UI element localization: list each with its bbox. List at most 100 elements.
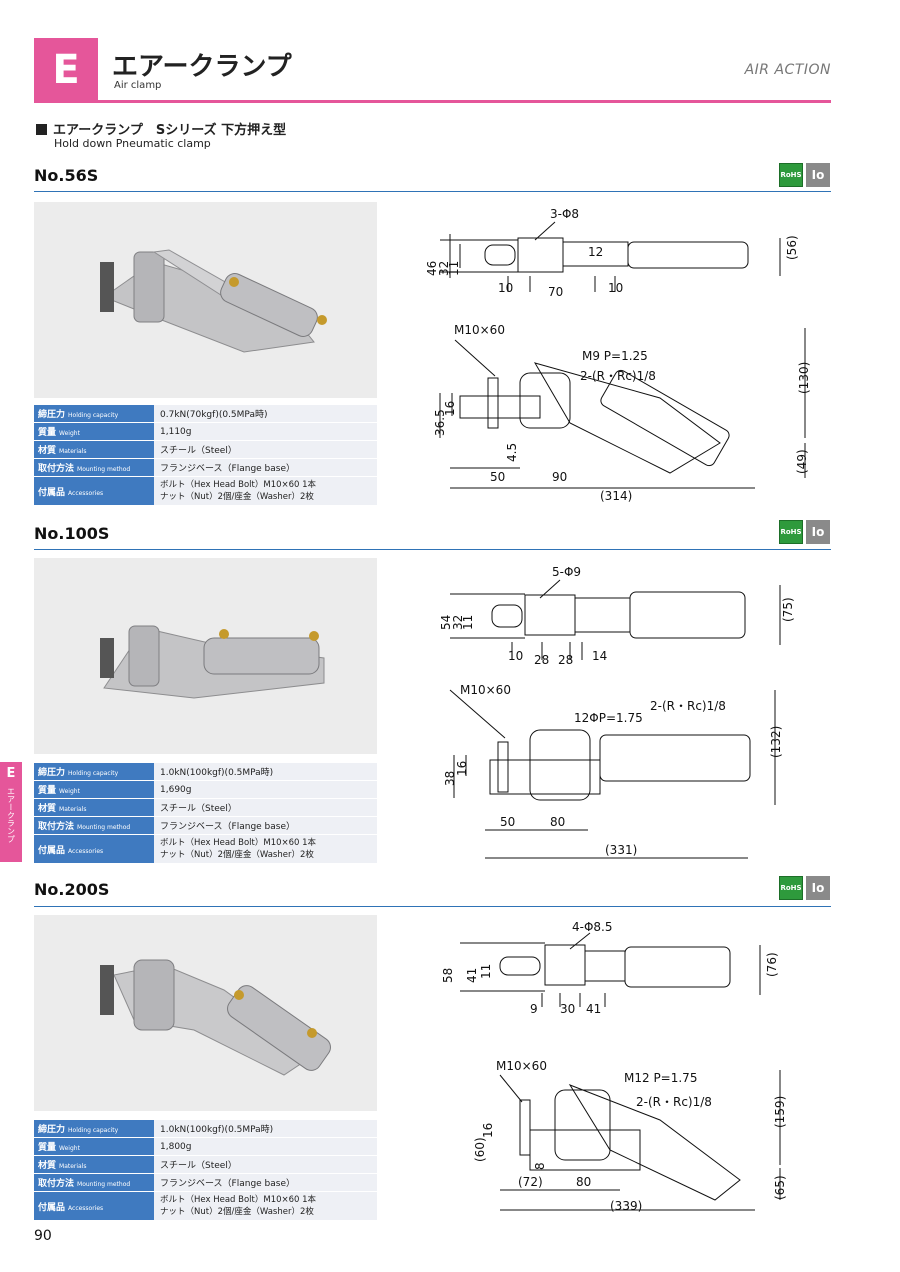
model-divider <box>34 191 831 192</box>
dim-label: (65) <box>773 1175 787 1200</box>
spec-label-en: Holding capacity <box>68 412 119 419</box>
dim-label: 10 <box>608 281 623 295</box>
dim-label: 12 <box>588 245 603 259</box>
dim-label: 8 <box>533 1162 547 1170</box>
spec-value: フランジベース（Flange base） <box>154 1174 377 1191</box>
page-title: エアークランプ <box>112 52 292 82</box>
side-view-drawing: M10×60 M12 P=1.75 2-(R・Rc)1/8 (60) 16 8 … <box>473 1059 787 1213</box>
dim-label: 11 <box>461 615 475 630</box>
spec-value: ボルト（Hex Head Bolt）M10×60 1本ナット（Nut）2個/座金… <box>154 1192 377 1220</box>
dim-label: M12 P=1.75 <box>624 1071 697 1085</box>
accessory-line: ボルト（Hex Head Bolt）M10×60 1本 <box>160 838 317 848</box>
series-title-text: エアークランプ Sシリーズ 下方押え型 <box>53 123 287 138</box>
dim-label: (76) <box>765 952 779 977</box>
clamp-photo-illustration <box>100 249 327 353</box>
dim-label: 58 <box>441 968 455 983</box>
dim-label: 41 <box>465 968 479 983</box>
dim-label: 16 <box>455 761 469 776</box>
dim-label: 14 <box>592 649 607 663</box>
dim-label: 10 <box>498 281 513 295</box>
spec-label: 材質 <box>38 1161 57 1171</box>
dim-label: (132) <box>769 726 783 758</box>
spec-value: スチール（Steel） <box>154 799 377 816</box>
dim-label: 11 <box>479 964 493 979</box>
dim-label: M9 P=1.25 <box>582 349 648 363</box>
dim-label: 30 <box>560 1002 575 1016</box>
side-tab-text: エアークランプ <box>6 787 16 843</box>
spec-label: 締圧力 <box>38 1125 66 1135</box>
model-title: No.200S <box>34 880 110 899</box>
spec-value: スチール（Steel） <box>154 441 377 458</box>
dim-label: 10 <box>508 649 523 663</box>
spec-label-en: Holding capacity <box>68 1127 119 1134</box>
dim-label: 2-(R・Rc)1/8 <box>650 699 726 713</box>
spec-label-en: Weight <box>59 1145 80 1152</box>
dim-label: 54 <box>439 615 453 630</box>
dim-label: 46 <box>425 261 439 276</box>
side-index-tab[interactable]: E エアークランプ <box>0 762 22 862</box>
dim-label: 32 <box>451 615 465 630</box>
spec-value: ボルト（Hex Head Bolt）M10×60 1本ナット（Nut）2個/座金… <box>154 477 377 505</box>
dim-label: 16 <box>481 1123 495 1138</box>
clamp-photo-illustration <box>100 625 325 699</box>
product-photo <box>34 915 377 1111</box>
dim-label: (60) <box>473 1137 487 1162</box>
side-tab-letter: E <box>6 766 16 781</box>
dim-label: 90 <box>552 470 567 484</box>
dim-label: 80 <box>550 815 565 829</box>
io-badge: Io <box>806 876 830 900</box>
io-badge: Io <box>806 520 830 544</box>
dim-label: M10×60 <box>454 323 505 337</box>
dim-label: (159) <box>773 1096 787 1128</box>
side-view-drawing: M10×60 M9 P=1.25 2-(R・Rc)1/8 36.5 16 4.5… <box>433 323 811 503</box>
dim-label: 28 <box>558 653 573 667</box>
dim-label: 12ΦP=1.75 <box>574 711 643 725</box>
series-subtitle: Hold down Pneumatic clamp <box>54 137 211 150</box>
spec-label-en: Mounting method <box>77 1181 131 1188</box>
page-number: 90 <box>34 1228 52 1244</box>
spec-label-en: Materials <box>59 1163 87 1170</box>
dim-label: (49) <box>795 449 809 474</box>
accessory-line: ナット（Nut）2個/座金（Washer）2枚 <box>160 1207 314 1217</box>
accessory-line: ボルト（Hex Head Bolt）M10×60 1本 <box>160 480 317 490</box>
dim-label: 3-Φ8 <box>550 207 579 221</box>
dim-label: (75) <box>781 597 795 622</box>
spec-label: 取付方法 <box>38 1179 75 1189</box>
accessory-line: ボルト（Hex Head Bolt）M10×60 1本 <box>160 1195 317 1205</box>
dim-label: 80 <box>576 1175 591 1189</box>
dim-label: 38 <box>443 771 457 786</box>
dim-label: 50 <box>490 470 505 484</box>
dim-label: 2-(R・Rc)1/8 <box>636 1095 712 1109</box>
spec-value: フランジベース（Flange base） <box>154 817 377 834</box>
category-label: AIR ACTION <box>744 62 831 78</box>
spec-label: 付属品 <box>38 845 66 856</box>
spec-value: 1,800g <box>154 1138 377 1155</box>
dim-label: (72) <box>518 1175 543 1189</box>
rohs-badge: RoHS <box>779 520 803 544</box>
dim-label: 4-Φ8.5 <box>572 920 613 934</box>
spec-label-en: Holding capacity <box>68 770 119 777</box>
spec-value: 1,690g <box>154 781 377 798</box>
dim-label: 11 <box>447 261 461 276</box>
dim-label: (56) <box>785 235 799 260</box>
dim-label: (339) <box>610 1199 642 1213</box>
spec-label: 締圧力 <box>38 410 66 420</box>
side-view-drawing: M10×60 12ΦP=1.75 2-(R・Rc)1/8 38 16 (132)… <box>443 683 783 859</box>
product-photo <box>34 202 377 398</box>
spec-label: 質量 <box>38 786 57 796</box>
rohs-badge: RoHS <box>779 163 803 187</box>
top-view-drawing: 3-Φ8 46 32 11 12 (56) 10 70 10 <box>425 207 799 299</box>
header-divider <box>34 100 831 103</box>
spec-label-en: Weight <box>59 430 80 437</box>
